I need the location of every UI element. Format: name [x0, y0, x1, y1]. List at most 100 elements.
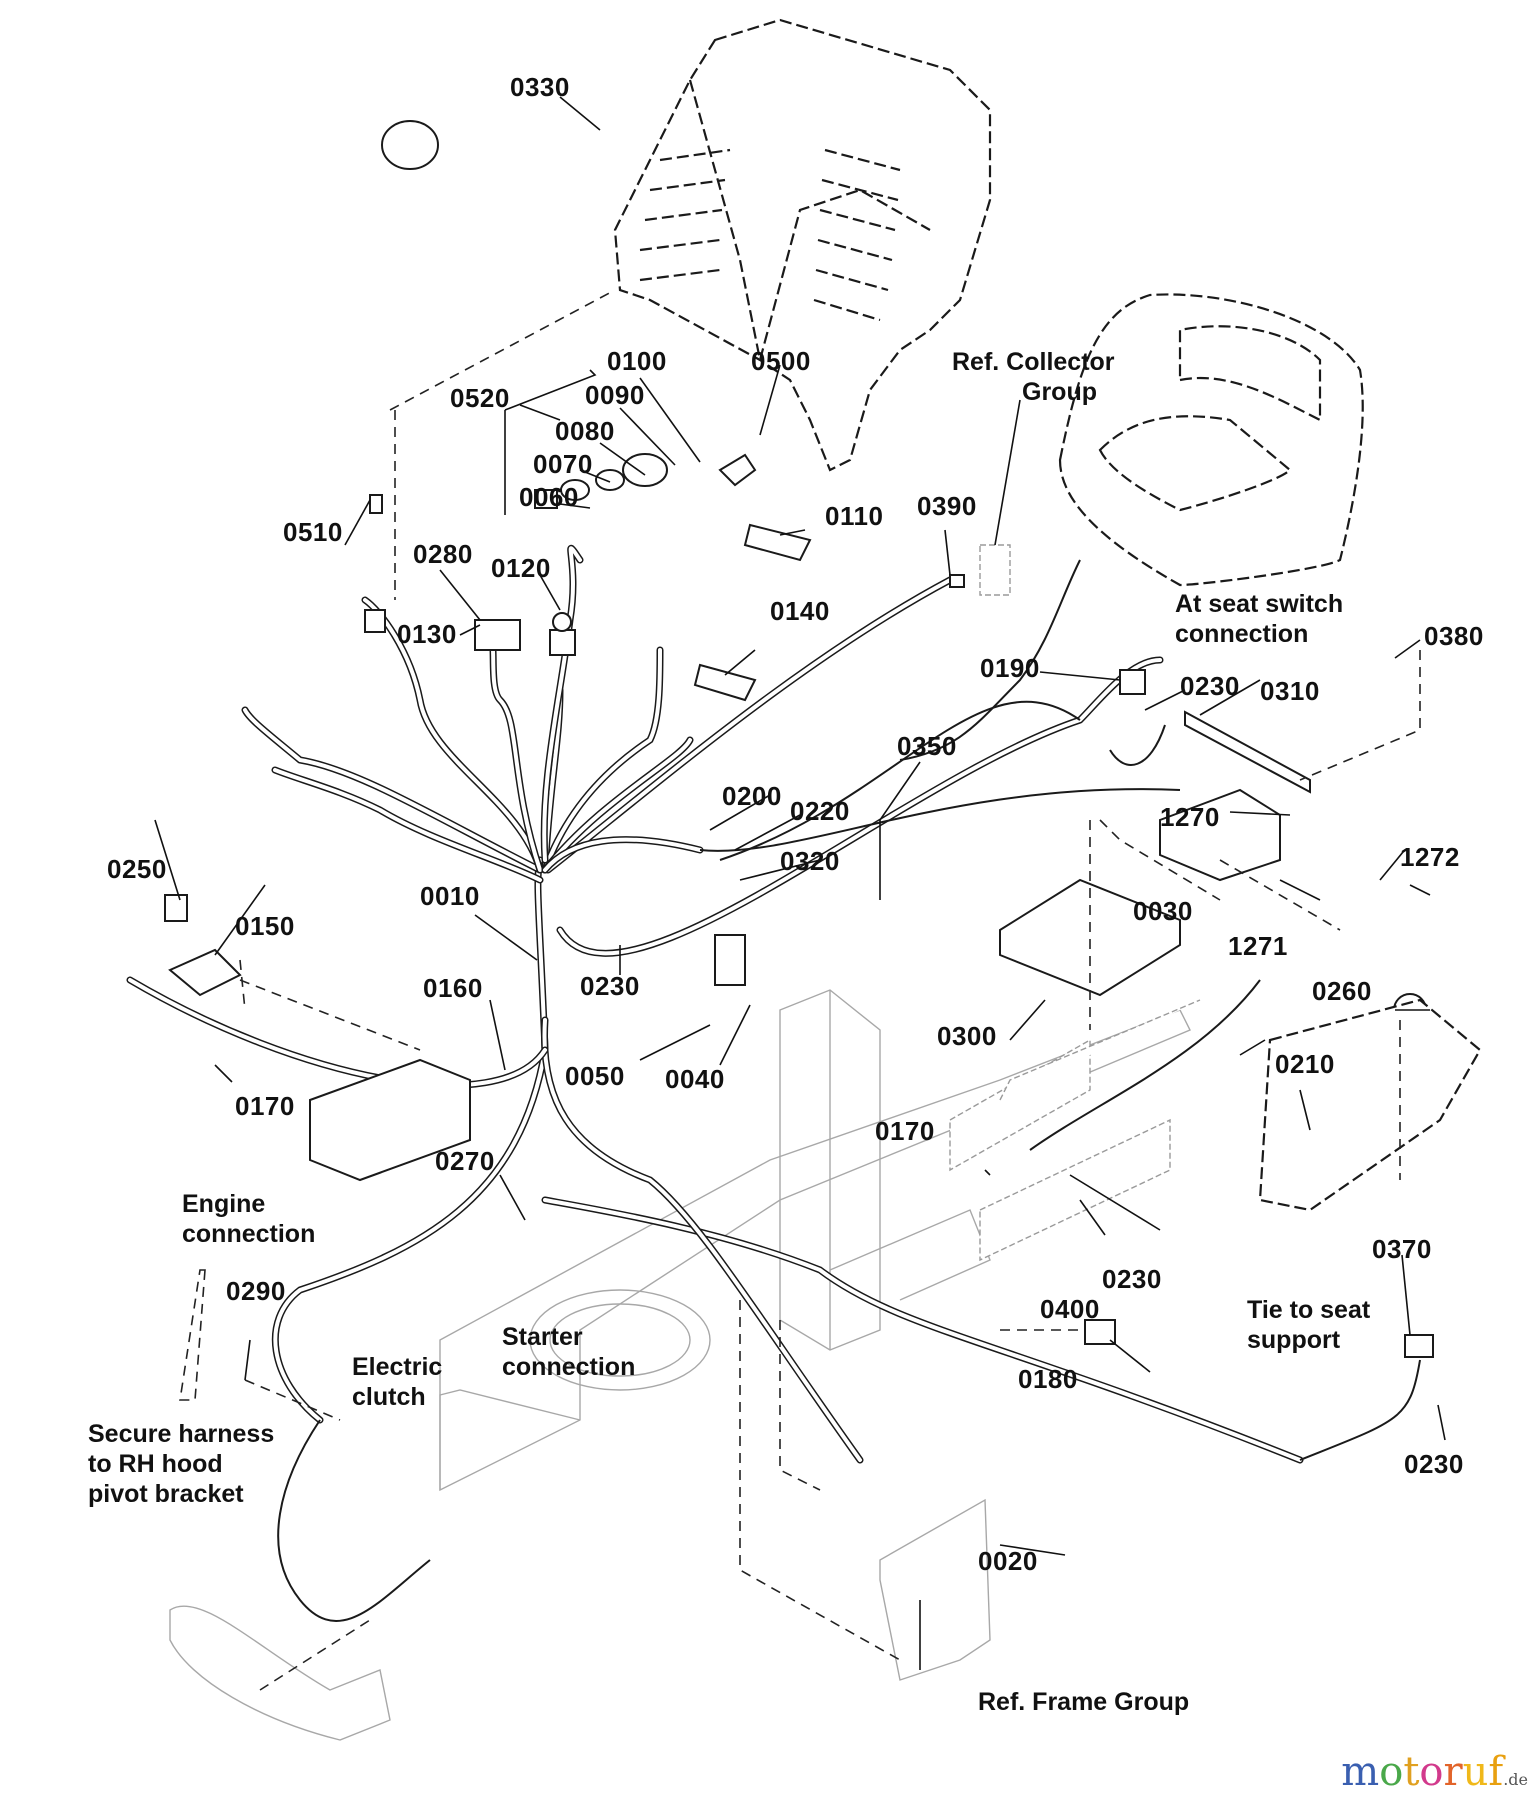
label-0070[interactable]: 0070 — [533, 449, 593, 479]
label-0520[interactable]: 0520 — [450, 383, 510, 413]
parts — [164, 120, 1482, 1741]
switch-part — [474, 619, 521, 651]
label-0050[interactable]: 0050 — [565, 1061, 625, 1091]
label-0390[interactable]: 0390 — [917, 491, 977, 521]
label-0300[interactable]: 0300 — [937, 1021, 997, 1051]
note-engine-2: connection — [182, 1220, 315, 1248]
note-secure-3: pivot bracket — [88, 1480, 244, 1508]
label-0010[interactable]: 0010 — [420, 881, 480, 911]
label-0080[interactable]: 0080 — [555, 416, 615, 446]
label-0230-tie[interactable]: 0230 — [1102, 1264, 1162, 1294]
label-0090[interactable]: 0090 — [585, 380, 645, 410]
label-0190[interactable]: 0190 — [980, 653, 1040, 683]
ignition-bezel-part — [622, 453, 668, 487]
watermark-letter: r — [1443, 1749, 1463, 1795]
label-0140[interactable]: 0140 — [770, 596, 830, 626]
annotation-notes: Ref. Collector Group At seat switch conn… — [88, 348, 1371, 1716]
seat-switch-part — [1119, 669, 1146, 695]
label-0030[interactable]: 0030 — [1133, 896, 1193, 926]
nut-part — [595, 469, 625, 491]
cable-tie-part — [1109, 724, 1166, 766]
label-0060[interactable]: 0060 — [519, 482, 579, 512]
label-0380[interactable]: 0380 — [1424, 621, 1484, 651]
watermark-letter: u — [1462, 1749, 1489, 1795]
note-starter-2: connection — [502, 1353, 635, 1381]
label-0170-left[interactable]: 0170 — [235, 1091, 295, 1121]
label-0200[interactable]: 0200 — [722, 781, 782, 811]
label-0170-right[interactable]: 0170 — [875, 1116, 935, 1146]
washer-part — [560, 479, 590, 501]
label-0250[interactable]: 0250 — [107, 854, 167, 884]
cover-0140 — [693, 663, 757, 702]
label-0130[interactable]: 0130 — [397, 619, 457, 649]
note-starter-1: Starter — [502, 1323, 583, 1351]
bracket-0310 — [1184, 710, 1311, 794]
tray-0300 — [999, 878, 1181, 997]
collector-switch — [979, 544, 1011, 596]
label-0330[interactable]: 0330 — [510, 72, 570, 102]
label-1271[interactable]: 1271 — [1228, 931, 1288, 961]
label-0210[interactable]: 0210 — [1275, 1049, 1335, 1079]
label-0230-right[interactable]: 0230 — [1404, 1449, 1464, 1479]
label-0150[interactable]: 0150 — [235, 911, 295, 941]
label-0400[interactable]: 0400 — [1040, 1294, 1100, 1324]
label-0040[interactable]: 0040 — [665, 1064, 725, 1094]
cover-0110 — [743, 523, 812, 562]
watermark-letter: m — [1341, 1749, 1380, 1795]
note-tie-1: Tie to seat — [1247, 1296, 1371, 1324]
label-0160[interactable]: 0160 — [423, 973, 483, 1003]
watermark-letter: o — [1379, 1749, 1404, 1795]
bracket-0020 — [879, 1498, 991, 1681]
note-electric-1: Electric — [352, 1353, 442, 1381]
alignment-lines — [239, 289, 1421, 1691]
label-0350[interactable]: 0350 — [897, 731, 957, 761]
watermark-tld: .de — [1503, 1770, 1528, 1789]
note-seat-switch-2: connection — [1175, 620, 1308, 648]
note-tie-2: support — [1247, 1326, 1341, 1354]
label-0020[interactable]: 0020 — [978, 1546, 1038, 1576]
hour-meter-part — [381, 120, 439, 170]
watermark-letter: f — [1488, 1749, 1504, 1795]
note-secure-2: to RH hood — [88, 1450, 223, 1478]
label-0320[interactable]: 0320 — [780, 846, 840, 876]
leader-lines — [154, 96, 1446, 1670]
watermark-logo: motoruf.de — [1341, 1752, 1528, 1792]
ignition-switch-part — [534, 489, 558, 509]
label-1272[interactable]: 1272 — [1400, 842, 1460, 872]
watermark-letter: o — [1419, 1749, 1444, 1795]
label-0310[interactable]: 0310 — [1260, 676, 1320, 706]
label-0180[interactable]: 0180 — [1018, 1364, 1078, 1394]
key-part — [718, 453, 757, 487]
switch-0370 — [1404, 1334, 1434, 1358]
label-0230-seat[interactable]: 0230 — [1180, 671, 1240, 701]
pivot-bracket — [179, 1269, 206, 1401]
label-0290[interactable]: 0290 — [226, 1276, 286, 1306]
label-1270[interactable]: 1270 — [1160, 802, 1220, 832]
solenoid-part — [714, 934, 746, 986]
label-0280[interactable]: 0280 — [413, 539, 473, 569]
seat-support — [1258, 998, 1482, 1212]
watermark-letter: t — [1403, 1749, 1420, 1795]
bracket-mount — [309, 1058, 471, 1182]
label-0270[interactable]: 0270 — [435, 1146, 495, 1176]
part-labels: 0330 0520 0100 0090 0080 0070 0060 0500 … — [107, 72, 1484, 1576]
connector-0390 — [949, 574, 965, 588]
headlight-assembly — [169, 1605, 391, 1741]
label-0120[interactable]: 0120 — [491, 553, 551, 583]
label-0260[interactable]: 0260 — [1312, 976, 1372, 1006]
note-engine-1: Engine — [182, 1190, 265, 1218]
label-0220[interactable]: 0220 — [790, 796, 850, 826]
bracket-0150 — [168, 948, 242, 997]
label-0500[interactable]: 0500 — [751, 346, 811, 376]
label-0230-solenoid[interactable]: 0230 — [580, 971, 640, 1001]
label-0510[interactable]: 0510 — [283, 517, 343, 547]
note-seat-switch-1: At seat switch — [1175, 590, 1343, 618]
hood — [613, 18, 992, 472]
switch-0250 — [164, 894, 188, 922]
note-electric-2: clutch — [352, 1383, 426, 1411]
label-0370[interactable]: 0370 — [1372, 1234, 1432, 1264]
label-0100[interactable]: 0100 — [607, 346, 667, 376]
label-0110[interactable]: 0110 — [825, 501, 883, 531]
connector-part — [364, 609, 386, 633]
